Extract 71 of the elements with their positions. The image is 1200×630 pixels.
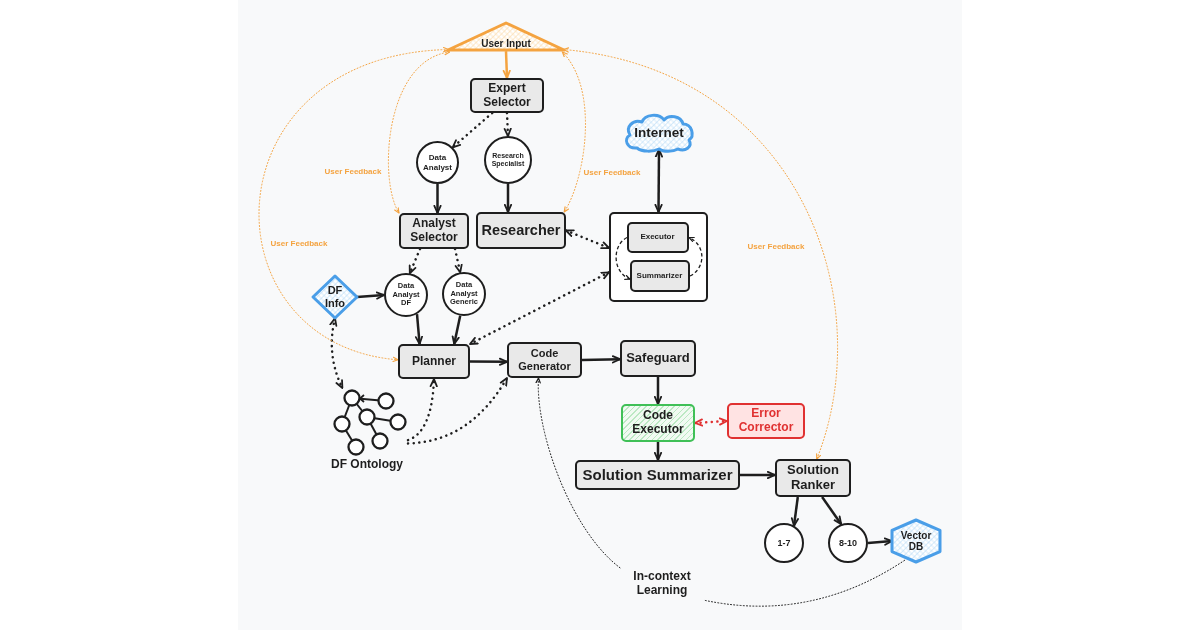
process-box: [476, 212, 566, 249]
arrow: [406, 376, 509, 445]
process-box: [727, 403, 805, 439]
process-box: [399, 213, 469, 249]
node-label: Expert Selector: [482, 81, 532, 110]
process-box: [507, 342, 582, 378]
edge-label: User Feedback: [581, 167, 643, 177]
arrow: [357, 291, 385, 300]
node-label: Summarizer: [636, 270, 683, 281]
arrow: [535, 377, 621, 569]
node-label: Analyst Selector: [409, 217, 459, 245]
arrow: [451, 111, 494, 149]
arrow: [387, 50, 451, 214]
arrow: [502, 51, 511, 79]
node-label: Planner: [412, 354, 456, 369]
arrow: [503, 111, 512, 138]
node-label: Solution Ranker: [786, 463, 840, 493]
process-box: [620, 340, 696, 377]
arrow: [740, 470, 776, 480]
arrow: [688, 236, 703, 277]
node-label: Code Executor: [631, 409, 685, 437]
edge-label: User Feedback: [745, 241, 807, 251]
node-label: Researcher: [481, 222, 561, 239]
arrow: [451, 315, 462, 345]
node-label: Executor: [640, 232, 675, 242]
arrow: [433, 184, 442, 214]
arrow: [468, 271, 611, 346]
node-label: Vector DB: [899, 529, 933, 553]
arrow: [503, 184, 513, 213]
process-box: [629, 259, 690, 292]
arrow: [693, 417, 729, 427]
arrow: [408, 247, 422, 275]
connector-line: [703, 559, 906, 607]
node-label: Error Corrector: [737, 407, 795, 435]
node-label: In-context Learning: [632, 570, 692, 598]
arrow: [470, 357, 508, 366]
node-label: 1-7: [777, 537, 791, 549]
arrow: [654, 148, 663, 213]
arrow: [867, 537, 893, 546]
arrow: [561, 51, 586, 213]
node-label: Code Generator: [517, 347, 572, 373]
arrow: [329, 316, 344, 390]
node-label: Internet: [634, 125, 684, 141]
arrow: [564, 229, 611, 250]
arrow: [406, 377, 438, 442]
arrow: [581, 355, 621, 364]
process-box: [626, 221, 689, 253]
node-label: DF Ontology: [331, 458, 403, 472]
process-box: [398, 344, 470, 379]
process-box: [621, 404, 695, 442]
arrow: [790, 496, 800, 527]
process-box: [575, 460, 740, 490]
arrow: [563, 47, 838, 460]
node-label: DF Info: [323, 284, 347, 310]
node-label: Solution Summarizer: [582, 466, 733, 484]
arrow: [414, 314, 423, 345]
arrow: [653, 377, 663, 405]
arrow: [615, 236, 631, 280]
arrow: [653, 442, 663, 461]
arrow: [453, 247, 463, 274]
arrow: [259, 47, 449, 362]
node-label: User Input: [481, 37, 531, 49]
arrow: [821, 496, 843, 526]
edge-label: User Feedback: [322, 166, 384, 176]
process-box: [470, 78, 544, 113]
node-label: Data Analyst: [422, 153, 453, 172]
process-box: [775, 459, 851, 497]
node-label: Safeguard: [626, 351, 690, 366]
edge-label: User Feedback: [268, 238, 330, 248]
node-label: 8-10: [839, 537, 857, 549]
container-panel: [609, 212, 708, 302]
